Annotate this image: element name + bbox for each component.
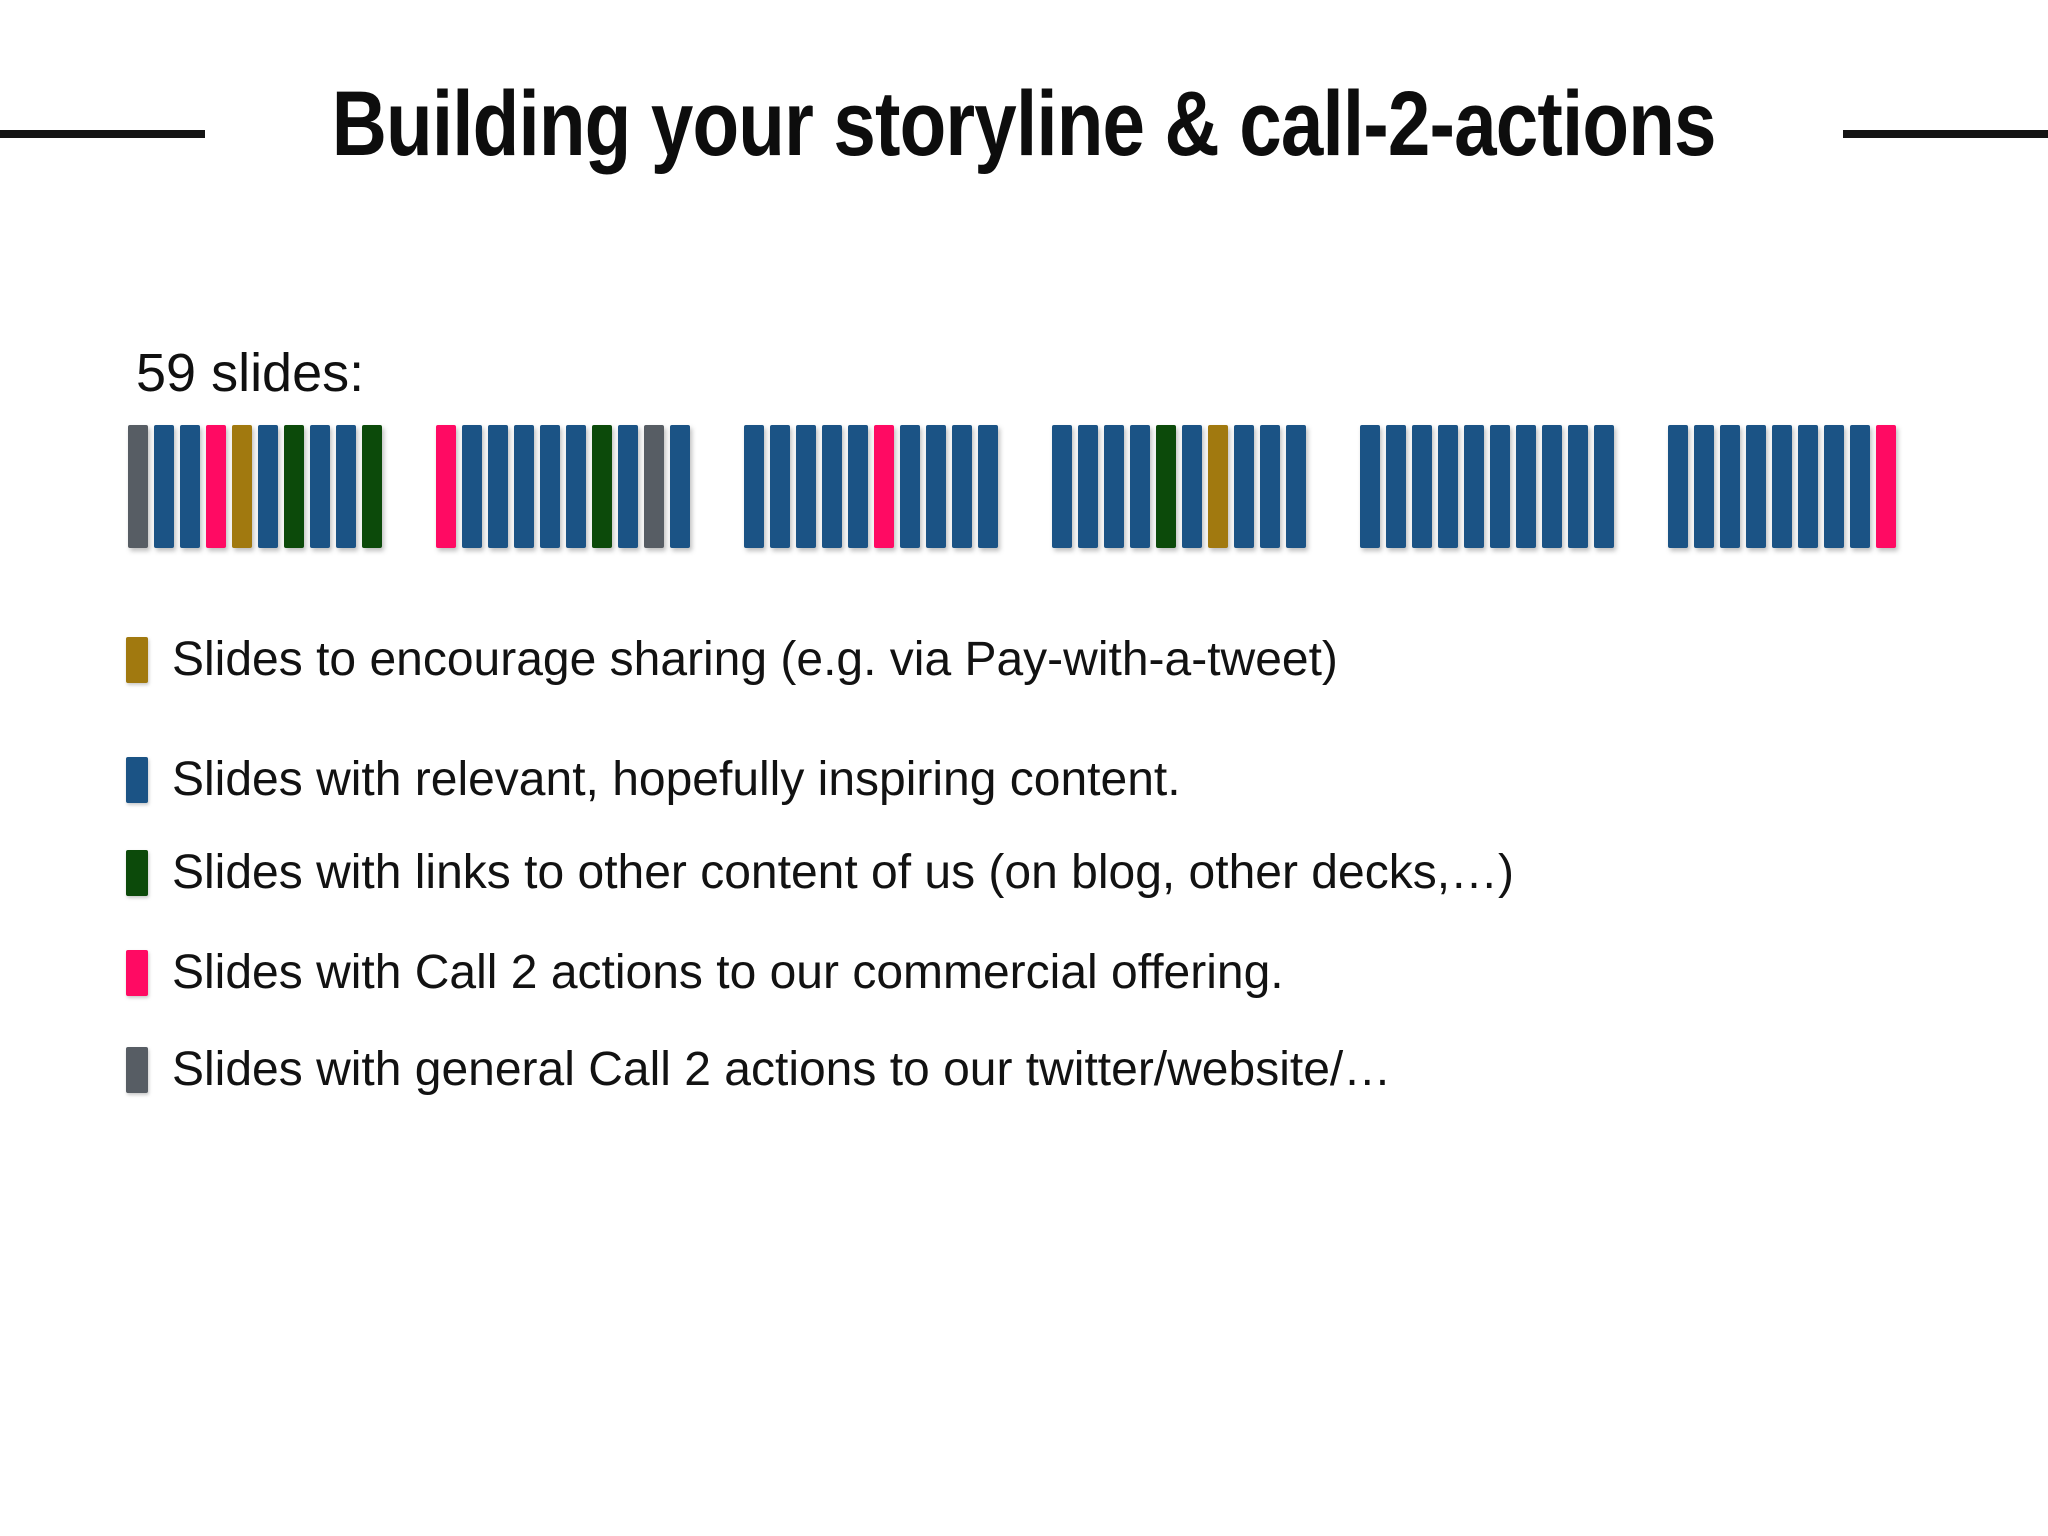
slide-bar bbox=[1798, 425, 1818, 548]
slide-bar bbox=[1360, 425, 1380, 548]
slide-bar bbox=[874, 425, 894, 548]
slide-group bbox=[1668, 425, 1896, 548]
slide-bar bbox=[1208, 425, 1228, 548]
slide-bar bbox=[1182, 425, 1202, 548]
slide-bar bbox=[284, 425, 304, 548]
slide-bar bbox=[1078, 425, 1098, 548]
slide-bar bbox=[900, 425, 920, 548]
slide-bar bbox=[770, 425, 790, 548]
legend-item: Slides with Call 2 actions to our commer… bbox=[126, 945, 1284, 1000]
slide-bar bbox=[232, 425, 252, 548]
slide-bar bbox=[1824, 425, 1844, 548]
slide-bar bbox=[926, 425, 946, 548]
slide-bar bbox=[488, 425, 508, 548]
slide-bar bbox=[1386, 425, 1406, 548]
legend-color-chip bbox=[126, 849, 148, 896]
slide-bar bbox=[952, 425, 972, 548]
slide-bar bbox=[1438, 425, 1458, 548]
slide-bar bbox=[1260, 425, 1280, 548]
slide-bar bbox=[796, 425, 816, 548]
legend-item: Slides with links to other content of us… bbox=[126, 845, 1514, 900]
slide-bar bbox=[1876, 425, 1896, 548]
slide-bar bbox=[1286, 425, 1306, 548]
slide-bar bbox=[1156, 425, 1176, 548]
legend-color-chip bbox=[126, 756, 148, 803]
slide-bar bbox=[1694, 425, 1714, 548]
slide-bar bbox=[514, 425, 534, 548]
slide-bar bbox=[1234, 425, 1254, 548]
slide-bar bbox=[1464, 425, 1484, 548]
slide-bar bbox=[1052, 425, 1072, 548]
slide-bar bbox=[154, 425, 174, 548]
slide-bar bbox=[1668, 425, 1688, 548]
legend-item-label: Slides with links to other content of us… bbox=[172, 846, 1515, 899]
legend-color-chip bbox=[126, 949, 148, 996]
slide-group bbox=[1052, 425, 1306, 548]
slide-bar bbox=[1542, 425, 1562, 548]
slide-bar bbox=[1720, 425, 1740, 548]
slide-group bbox=[128, 425, 382, 548]
slide-bar bbox=[1568, 425, 1588, 548]
slide-bar bbox=[848, 425, 868, 548]
slide-bar bbox=[436, 425, 456, 548]
title-rule-right bbox=[1843, 130, 2048, 138]
slide-bar bbox=[644, 425, 664, 548]
legend-item-label: Slides with Call 2 actions to our commer… bbox=[172, 946, 1284, 999]
slide-bar bbox=[1104, 425, 1124, 548]
legend-item: Slides to encourage sharing (e.g. via Pa… bbox=[126, 632, 1338, 687]
slide-bar bbox=[670, 425, 690, 548]
slide-bar bbox=[1516, 425, 1536, 548]
legend-item-label: Slides with general Call 2 actions to ou… bbox=[172, 1043, 1392, 1096]
slide-bar bbox=[822, 425, 842, 548]
legend-item: Slides with general Call 2 actions to ou… bbox=[126, 1042, 1391, 1097]
slide-sequence-strip bbox=[128, 425, 1896, 548]
slide-bar bbox=[540, 425, 560, 548]
title-wrap: Building your storyline & call-2-actions bbox=[0, 73, 2048, 175]
slide-bar bbox=[336, 425, 356, 548]
slide-bar bbox=[258, 425, 278, 548]
slide-bar bbox=[566, 425, 586, 548]
slide-bar bbox=[592, 425, 612, 548]
slide-group bbox=[1360, 425, 1614, 548]
slide-group bbox=[744, 425, 998, 548]
legend-item-label: Slides to encourage sharing (e.g. via Pa… bbox=[172, 633, 1338, 686]
title-rule-left bbox=[0, 130, 205, 138]
legend-color-chip bbox=[126, 1046, 148, 1093]
slide-bar bbox=[1490, 425, 1510, 548]
slide-bar bbox=[618, 425, 638, 548]
slide-bar bbox=[1746, 425, 1766, 548]
page-title: Building your storyline & call-2-actions bbox=[332, 73, 1717, 175]
slide-bar bbox=[1850, 425, 1870, 548]
slide-bar bbox=[744, 425, 764, 548]
slide-bar bbox=[310, 425, 330, 548]
slide-bar bbox=[362, 425, 382, 548]
slide-bar bbox=[1412, 425, 1432, 548]
slide-bar bbox=[180, 425, 200, 548]
slide-bar bbox=[128, 425, 148, 548]
slide-bar bbox=[1130, 425, 1150, 548]
slide-bar bbox=[206, 425, 226, 548]
slide-count-label: 59 slides: bbox=[136, 343, 365, 403]
legend-item-label: Slides with relevant, hopefully inspirin… bbox=[172, 753, 1181, 806]
slide-bar bbox=[1594, 425, 1614, 548]
slide-bar bbox=[1772, 425, 1792, 548]
slide-group bbox=[436, 425, 690, 548]
slide-bar bbox=[462, 425, 482, 548]
slide-bar bbox=[978, 425, 998, 548]
legend-color-chip bbox=[126, 636, 148, 683]
legend-item: Slides with relevant, hopefully inspirin… bbox=[126, 752, 1181, 807]
